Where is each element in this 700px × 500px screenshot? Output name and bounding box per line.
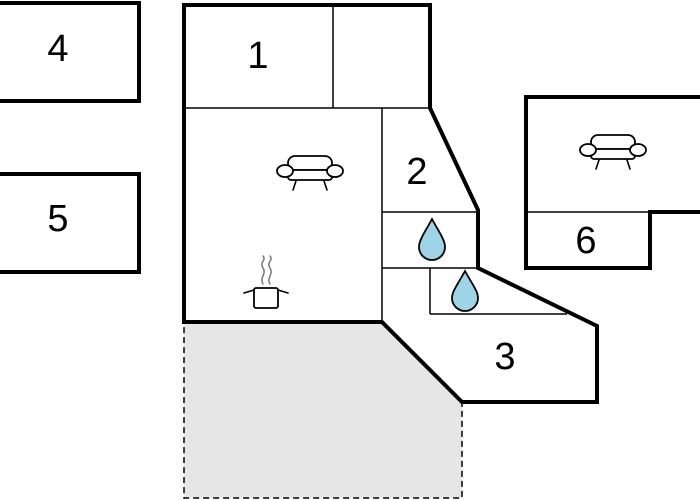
- room-label-4: 4: [47, 28, 68, 70]
- sofa-icon: [579, 134, 647, 170]
- room-5-outline: [0, 172, 141, 274]
- room-label-5: 5: [47, 198, 68, 240]
- room-label-6: 6: [575, 220, 596, 262]
- terrace-area: [183, 321, 463, 499]
- room-label-2: 2: [406, 151, 427, 193]
- water-drop-icon: [418, 217, 446, 261]
- room-4-outline: [0, 1, 141, 103]
- cooking-pot-icon: [243, 255, 289, 309]
- annex-building-outline: [524, 95, 700, 270]
- sofa-icon: [276, 155, 344, 191]
- room-label-1: 1: [247, 35, 268, 77]
- water-drop-icon: [451, 269, 479, 312]
- room-label-3: 3: [494, 336, 515, 378]
- main-building-outline: [182, 3, 599, 404]
